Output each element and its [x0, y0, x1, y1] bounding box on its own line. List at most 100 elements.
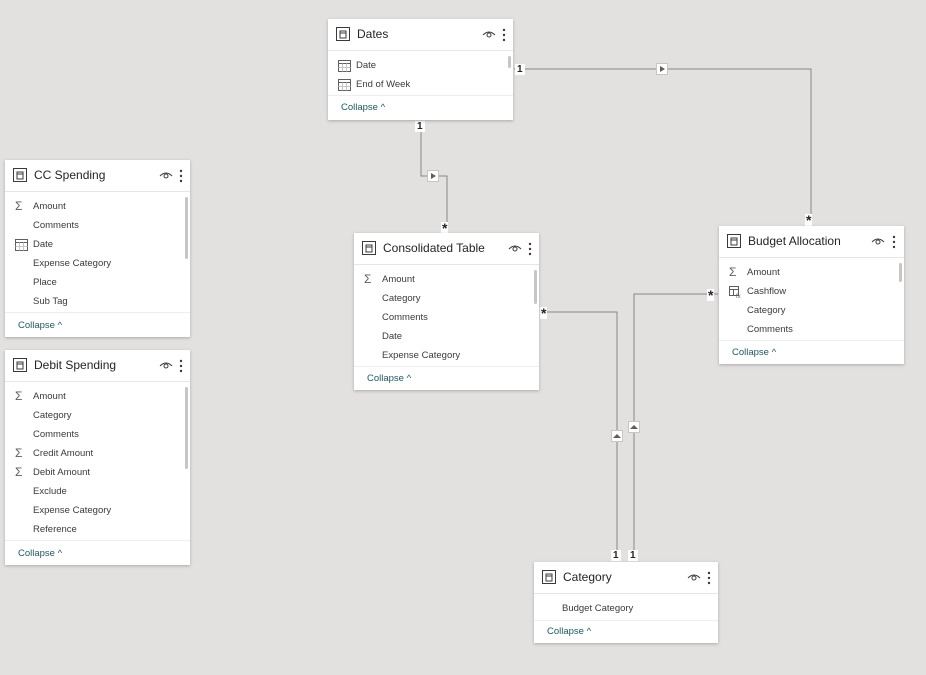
table-icon [13, 358, 27, 372]
field-row[interactable]: Comments [5, 217, 190, 236]
table-icon [336, 27, 350, 41]
eye-icon[interactable] [482, 30, 496, 39]
divider [354, 366, 539, 367]
field-row[interactable]: Date [5, 236, 190, 255]
divider [534, 620, 718, 621]
table-card-consolidated-table[interactable]: Consolidated Table Σ Amount Category Comm… [354, 233, 539, 390]
relationship-line-category-budget[interactable] [633, 293, 718, 561]
more-icon[interactable] [502, 28, 506, 42]
card-header[interactable]: CC Spending [5, 160, 190, 192]
scrollbar[interactable] [185, 197, 188, 259]
field-label: Reference [33, 524, 77, 535]
card-header[interactable]: Debit Spending [5, 350, 190, 382]
eye-icon[interactable] [508, 244, 522, 253]
field-row[interactable]: Σ Amount [354, 271, 539, 290]
cardinality-many-dates-budget: * [805, 212, 813, 228]
relationship-line-category-consolidated[interactable] [540, 311, 618, 561]
field-label: Category [382, 293, 421, 304]
field-row[interactable]: End of Week [328, 76, 513, 95]
field-label: Date [33, 239, 54, 250]
field-label: Amount [382, 274, 415, 285]
more-icon[interactable] [707, 571, 711, 585]
field-row[interactable]: Reference [5, 521, 190, 540]
divider [5, 312, 190, 313]
field-row[interactable]: Category [354, 290, 539, 309]
scrollbar[interactable] [185, 387, 188, 469]
card-header[interactable]: Consolidated Table [354, 233, 539, 265]
field-label: Expense Category [33, 505, 112, 516]
field-label: Date [382, 331, 403, 342]
field-label: Exclude [33, 486, 67, 497]
field-label: Category [747, 305, 786, 316]
cardinality-many-category-consolidated: * [540, 305, 548, 321]
field-label: Amount [747, 267, 780, 278]
field-row[interactable]: Budget Category [534, 600, 718, 619]
relationship-line-dates-budget[interactable] [514, 68, 812, 224]
card-header[interactable]: Budget Allocation [719, 226, 904, 258]
table-icon [542, 570, 556, 584]
field-row[interactable]: Category [5, 407, 190, 426]
chevron-up-icon: ^ [586, 626, 592, 637]
cardinality-one-category-consolidated: 1 [611, 550, 621, 561]
field-row[interactable]: Comments [354, 309, 539, 328]
table-title: Budget Allocation [748, 234, 841, 248]
field-row[interactable]: Expense Category [354, 347, 539, 366]
field-row[interactable]: Sub Tag [5, 293, 190, 312]
collapse-button[interactable]: Collapse ^ [18, 548, 63, 559]
calendar-icon [338, 60, 351, 72]
card-header[interactable]: Dates [328, 19, 513, 51]
card-header[interactable]: Category [534, 562, 718, 594]
field-row[interactable]: Comments [719, 321, 904, 340]
eye-icon[interactable] [159, 171, 173, 180]
field-label: Amount [33, 201, 66, 212]
field-list: Date End of Week [328, 51, 513, 95]
sigma-icon: Σ [364, 272, 372, 286]
more-icon[interactable] [528, 242, 532, 256]
field-row[interactable]: Category [719, 302, 904, 321]
scrollbar[interactable] [534, 270, 537, 304]
field-row[interactable]: Date [354, 328, 539, 347]
field-row[interactable]: Date [328, 57, 513, 76]
field-label: Date [356, 60, 377, 71]
collapse-button[interactable]: Collapse ^ [341, 102, 386, 113]
collapse-button[interactable]: Collapse ^ [732, 347, 777, 358]
field-row[interactable]: Comments [5, 426, 190, 445]
scrollbar[interactable] [899, 263, 902, 282]
scrollbar[interactable] [508, 56, 511, 68]
field-label: Place [33, 277, 57, 288]
eye-icon[interactable] [687, 573, 701, 582]
collapse-button[interactable]: Collapse ^ [367, 373, 412, 384]
collapse-button[interactable]: Collapse ^ [18, 320, 63, 331]
more-icon[interactable] [179, 359, 183, 373]
field-list: Σ Amount Category Comments Date Expense C… [354, 265, 539, 366]
cardinality-one-category-budget: 1 [628, 550, 638, 561]
collapse-button[interactable]: Collapse ^ [547, 626, 592, 637]
field-row[interactable]: Expense Category [5, 502, 190, 521]
table-icon [362, 241, 376, 255]
field-label: End of Week [356, 79, 411, 90]
table-icon [727, 234, 741, 248]
field-row[interactable]: Expense Category [5, 255, 190, 274]
more-icon[interactable] [892, 235, 896, 249]
table-card-dates[interactable]: Dates Date End of Week Collapse ^ [328, 19, 513, 120]
field-label: Credit Amount [33, 448, 94, 459]
chevron-up-icon: ^ [406, 373, 412, 384]
eye-icon[interactable] [871, 237, 885, 246]
more-icon[interactable] [179, 169, 183, 183]
table-card-category[interactable]: Category Budget Category Collapse ^ [534, 562, 718, 643]
chevron-up-icon: ^ [57, 320, 63, 331]
eye-icon[interactable] [159, 361, 173, 370]
field-row[interactable]: fx Cashflow [719, 283, 904, 302]
field-row[interactable]: Place [5, 274, 190, 293]
field-row[interactable]: Exclude [5, 483, 190, 502]
